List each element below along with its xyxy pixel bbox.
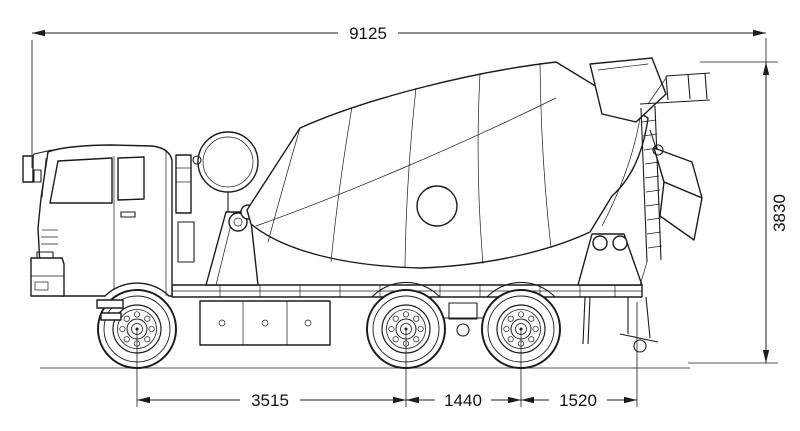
rear-assembly [589, 57, 711, 286]
extension-lines [31, 38, 778, 407]
wide-angle-mirror [33, 169, 42, 183]
water-tank [192, 131, 259, 212]
rear-frame-hitch [582, 296, 659, 353]
tandem-spacing-dimension: 1440 [406, 391, 521, 410]
discharge-chute-lower [659, 181, 703, 241]
support-roller [592, 235, 608, 251]
side-mirror [22, 155, 34, 183]
front-bumper [30, 257, 65, 297]
door-handle [120, 211, 136, 218]
drum-hatch [416, 185, 458, 227]
wheelbase-label: 3515 [251, 391, 289, 410]
support-roller [612, 235, 628, 251]
tandem-spacing-label: 1440 [444, 391, 482, 410]
rear-overhang-dimension: 1520 [521, 391, 637, 410]
chute-pivot [652, 144, 664, 156]
drum-drive [228, 212, 248, 232]
fog-lamp [34, 281, 49, 291]
cab-step-upper [96, 299, 124, 309]
tow-hitch [633, 339, 647, 353]
drum-outline [246, 61, 649, 269]
handrail [665, 72, 711, 77]
wheels [97, 289, 561, 369]
rear-fenders [371, 281, 556, 298]
cab [22, 144, 173, 321]
charging-hopper [589, 57, 667, 123]
rear-overhang-label: 1520 [559, 391, 597, 410]
platform [639, 99, 711, 105]
mixer-drum [246, 61, 649, 269]
cab-step-lower [100, 312, 122, 321]
toolbox [199, 300, 331, 346]
spring-hanger [448, 302, 478, 320]
drum-rear-pedestal [577, 233, 643, 286]
overall-height-label: 3830 [770, 194, 789, 232]
door-window [49, 157, 113, 204]
wheelbase-dimension: 3515 [137, 391, 406, 410]
quarter-window [117, 156, 145, 201]
air-intake [175, 154, 192, 214]
overall-height-dimension: 3830 [762, 62, 789, 363]
overall-length-dimension: 9125 [32, 24, 766, 43]
behind-cab-equipment [175, 154, 195, 263]
overall-length-label: 9125 [349, 24, 387, 43]
